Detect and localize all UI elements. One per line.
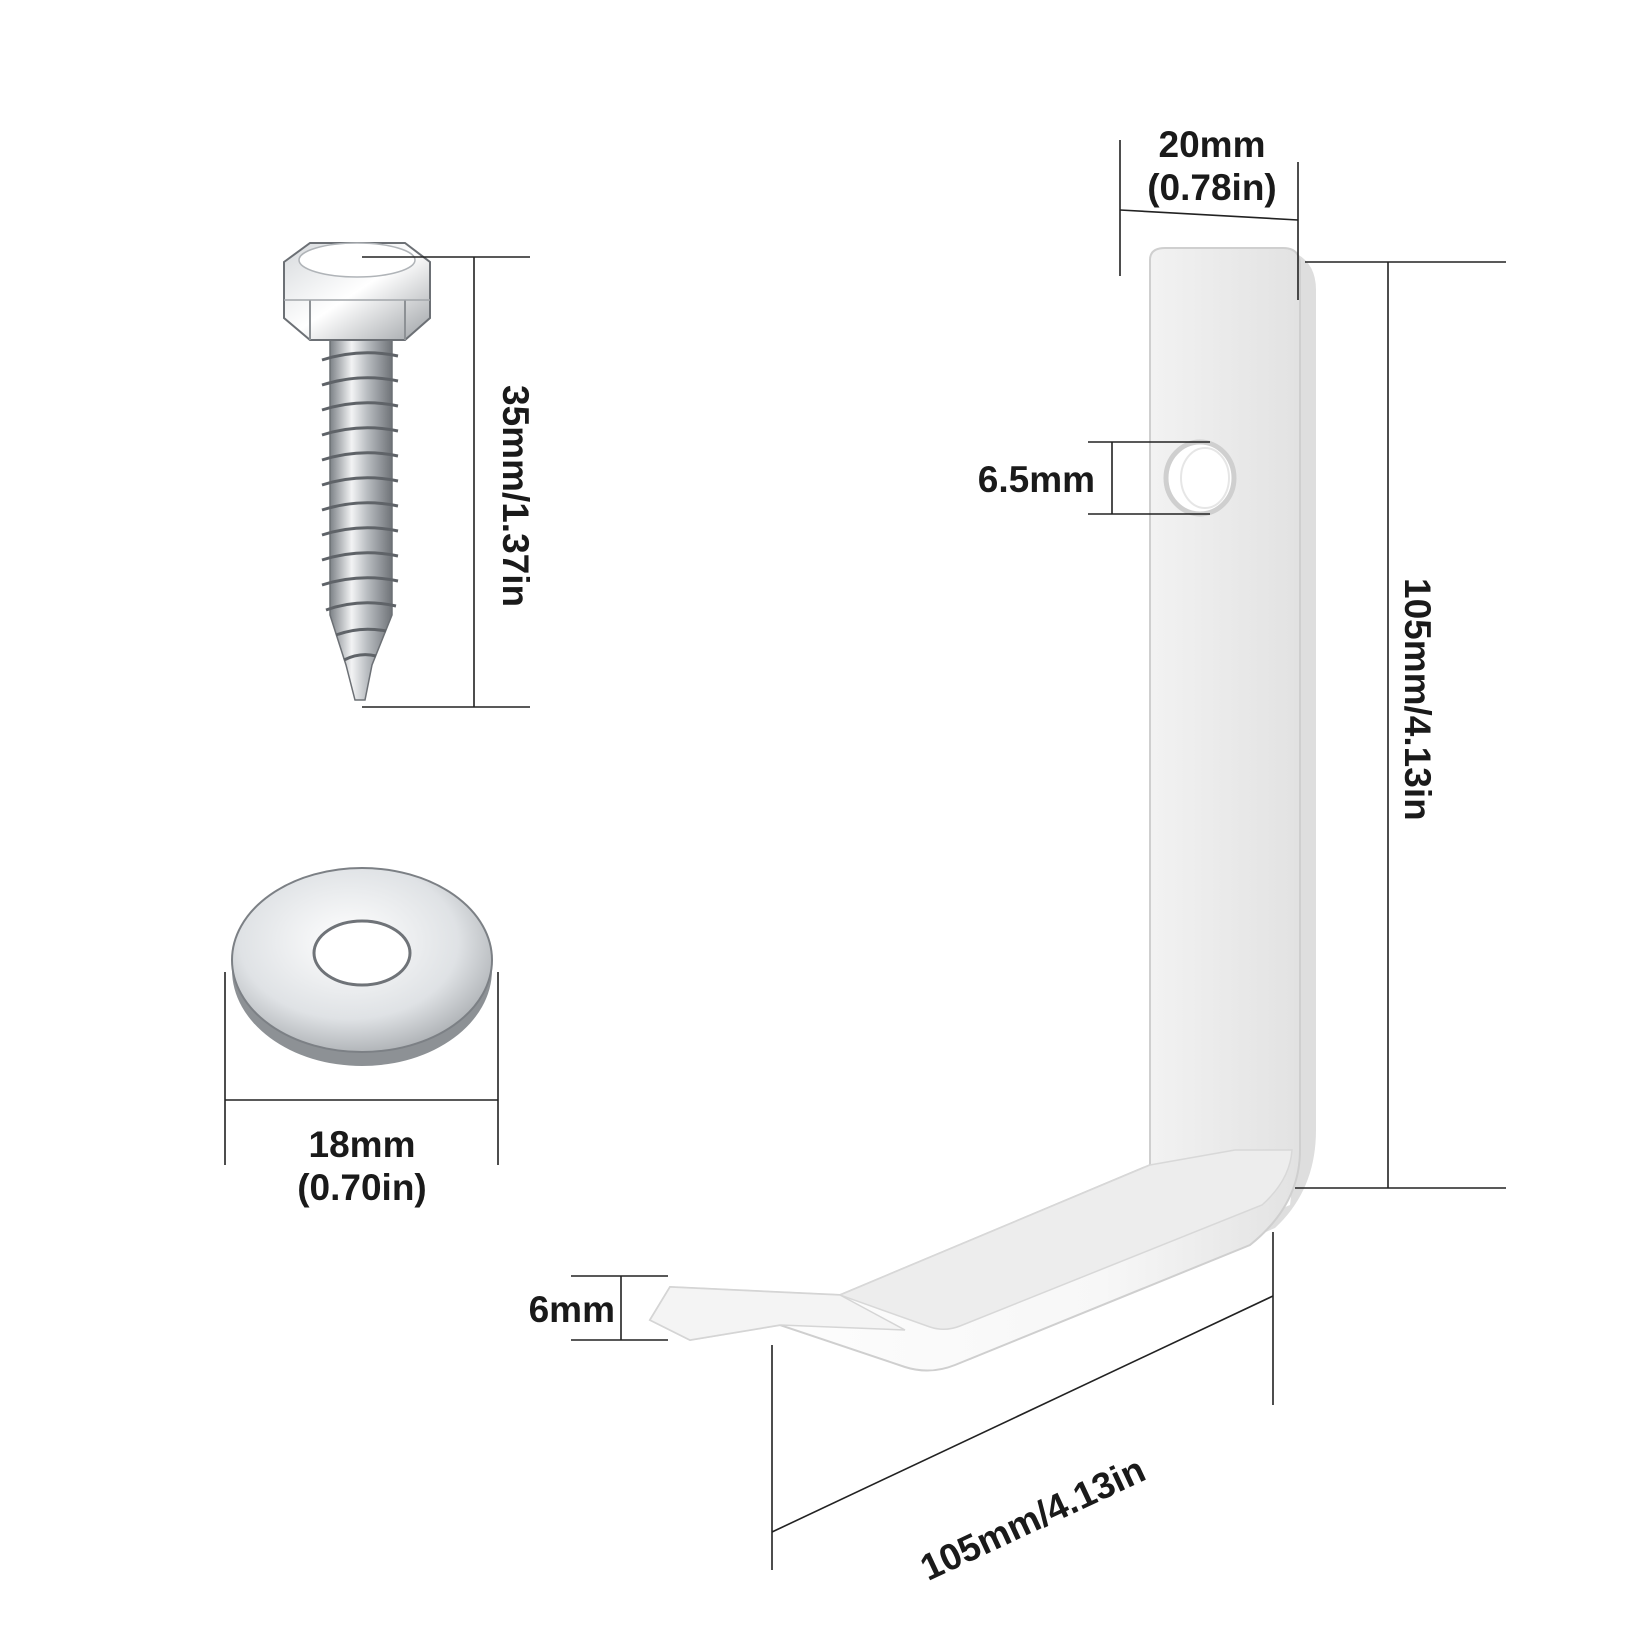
screw-illustration [283, 242, 431, 701]
washer-diameter-in-label: (0.70in) [297, 1167, 427, 1208]
hook-width-in-label: (0.78in) [1147, 167, 1277, 208]
hook-body [648, 247, 1301, 1372]
hook-height-label: 105mm/4.13in [1397, 578, 1438, 821]
screw-threads [321, 351, 399, 662]
screw-length-dimension: 35mm/1.37in [362, 256, 536, 708]
hook-illustration [648, 247, 1316, 1372]
hook-width-mm-label: 20mm [1159, 124, 1266, 165]
hook-inner-face [837, 1149, 1293, 1330]
hook-lip-dimension: 6mm [529, 1275, 668, 1341]
hook-width-dimension: 20mm (0.78in) [1119, 124, 1299, 300]
screw-length-label: 35mm/1.37in [495, 385, 536, 607]
washer-diameter-mm-label: 18mm [309, 1124, 416, 1165]
hook-depth-label: 105mm/4.13in [914, 1449, 1151, 1589]
washer-diameter-dimension: 18mm (0.70in) [224, 972, 499, 1208]
hook-lip [648, 1286, 906, 1341]
hook-height-dimension: 105mm/4.13in [1295, 261, 1506, 1189]
hook-lip-label: 6mm [529, 1289, 615, 1330]
hole-diameter-dimension: 6.5mm [978, 441, 1210, 515]
hole-diameter-label: 6.5mm [978, 459, 1095, 500]
screw-shank [329, 334, 393, 701]
washer-illustration [231, 867, 493, 1066]
